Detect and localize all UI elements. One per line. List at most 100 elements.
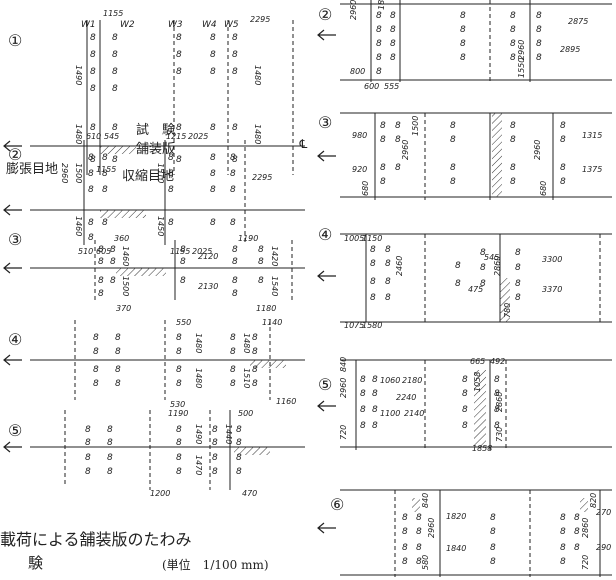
- svg-text:8: 8: [90, 84, 96, 94]
- dimension: 1058: [473, 372, 482, 392]
- svg-text:8: 8: [360, 405, 366, 415]
- svg-text:8: 8: [370, 259, 376, 269]
- dimension: 1480: [74, 124, 83, 144]
- svg-text:8: 8: [176, 155, 182, 165]
- svg-text:8: 8: [515, 248, 521, 258]
- svg-text:8: 8: [110, 245, 116, 255]
- svg-text:8: 8: [462, 389, 468, 399]
- svg-text:8: 8: [98, 289, 104, 299]
- svg-text:8: 8: [360, 421, 366, 431]
- dimension: 820: [589, 493, 598, 508]
- svg-text:8: 8: [402, 557, 408, 567]
- dimension: 1850: [377, 0, 386, 10]
- svg-text:8: 8: [212, 438, 218, 448]
- dimension: 492: [490, 357, 505, 366]
- svg-text:8: 8: [376, 67, 382, 77]
- svg-text:8: 8: [376, 11, 382, 21]
- dimension: 2120: [198, 252, 218, 261]
- svg-text:8: 8: [85, 425, 91, 435]
- svg-text:8: 8: [372, 375, 378, 385]
- svg-text:8: 8: [236, 425, 242, 435]
- svg-text:8: 8: [176, 67, 182, 77]
- dimension: 1180: [256, 304, 276, 313]
- svg-text:8: 8: [110, 276, 116, 286]
- svg-text:8: 8: [210, 218, 216, 228]
- dimension: 720: [581, 555, 590, 570]
- svg-text:8: 8: [510, 53, 516, 63]
- svg-text:8: 8: [574, 543, 580, 553]
- svg-text:8: 8: [385, 293, 391, 303]
- svg-text:8: 8: [110, 257, 116, 267]
- arrow-left-icon: [317, 29, 336, 41]
- svg-text:8: 8: [390, 39, 396, 49]
- svg-text:8: 8: [370, 277, 376, 287]
- dimension: 2130: [198, 282, 218, 291]
- svg-text:8: 8: [230, 218, 236, 228]
- svg-text:8: 8: [376, 53, 382, 63]
- dimension: 360: [114, 234, 129, 243]
- svg-text:8: 8: [510, 25, 516, 35]
- panel-label: ④: [318, 225, 332, 244]
- svg-text:8: 8: [176, 425, 182, 435]
- caption-title: 載荷による舗装版のたわみ: [0, 530, 192, 549]
- svg-text:8: 8: [212, 453, 218, 463]
- dimension: 1060: [380, 376, 400, 385]
- svg-text:8: 8: [168, 185, 174, 195]
- svg-text:8: 8: [574, 527, 580, 537]
- panel-label: ②: [8, 145, 22, 164]
- svg-text:8: 8: [115, 379, 121, 389]
- arrow-left-icon: [3, 262, 22, 274]
- svg-text:8: 8: [390, 53, 396, 63]
- svg-text:8: 8: [93, 365, 99, 375]
- dimension: 1480: [253, 65, 262, 85]
- hatched-slab: [412, 498, 420, 512]
- svg-text:8: 8: [402, 527, 408, 537]
- dimension: 840: [339, 357, 348, 372]
- svg-text:8: 8: [88, 169, 94, 179]
- svg-text:8: 8: [85, 438, 91, 448]
- dimension: 1315: [582, 131, 602, 140]
- panel-label: ②: [318, 5, 332, 24]
- dimension: 580: [421, 555, 430, 570]
- dimension: 2860: [495, 392, 504, 412]
- marker-w2: W2: [120, 20, 135, 30]
- svg-text:8: 8: [252, 365, 258, 375]
- dimension: 1510: [156, 163, 165, 183]
- svg-text:8: 8: [560, 527, 566, 537]
- hatched-slab: [234, 447, 270, 455]
- svg-text:8: 8: [232, 257, 238, 267]
- dimension: 3300: [542, 255, 562, 264]
- svg-text:8: 8: [90, 50, 96, 60]
- dimension: 545: [484, 253, 499, 262]
- svg-text:8: 8: [370, 293, 376, 303]
- svg-text:8: 8: [210, 153, 216, 163]
- svg-text:8: 8: [232, 33, 238, 43]
- caption-unit: (単位 1/100 mm): [162, 558, 269, 572]
- dimension: 780: [503, 303, 512, 318]
- svg-text:8: 8: [515, 279, 521, 289]
- svg-text:8: 8: [90, 155, 96, 165]
- svg-text:8: 8: [107, 467, 113, 477]
- marker-w4: W4: [202, 20, 217, 30]
- left-panel-1: ① ℄ 8 8 8 8 8 8 8 8 8 8 8 8 8 8 8 8 8 8: [3, 9, 309, 184]
- svg-text:8: 8: [372, 389, 378, 399]
- svg-text:8: 8: [176, 467, 182, 477]
- svg-text:8: 8: [416, 557, 422, 567]
- dimension: 1580: [362, 321, 382, 330]
- dimension: 1150: [362, 234, 382, 243]
- dimension: 3370: [542, 285, 562, 294]
- dimension: 665: [470, 357, 485, 366]
- dimension: 1440: [224, 424, 233, 444]
- dimension: 1460: [74, 216, 83, 236]
- svg-text:8: 8: [258, 257, 264, 267]
- dimension: 1480: [242, 333, 251, 353]
- svg-text:8: 8: [390, 11, 396, 21]
- svg-text:8: 8: [402, 543, 408, 553]
- svg-text:8: 8: [93, 379, 99, 389]
